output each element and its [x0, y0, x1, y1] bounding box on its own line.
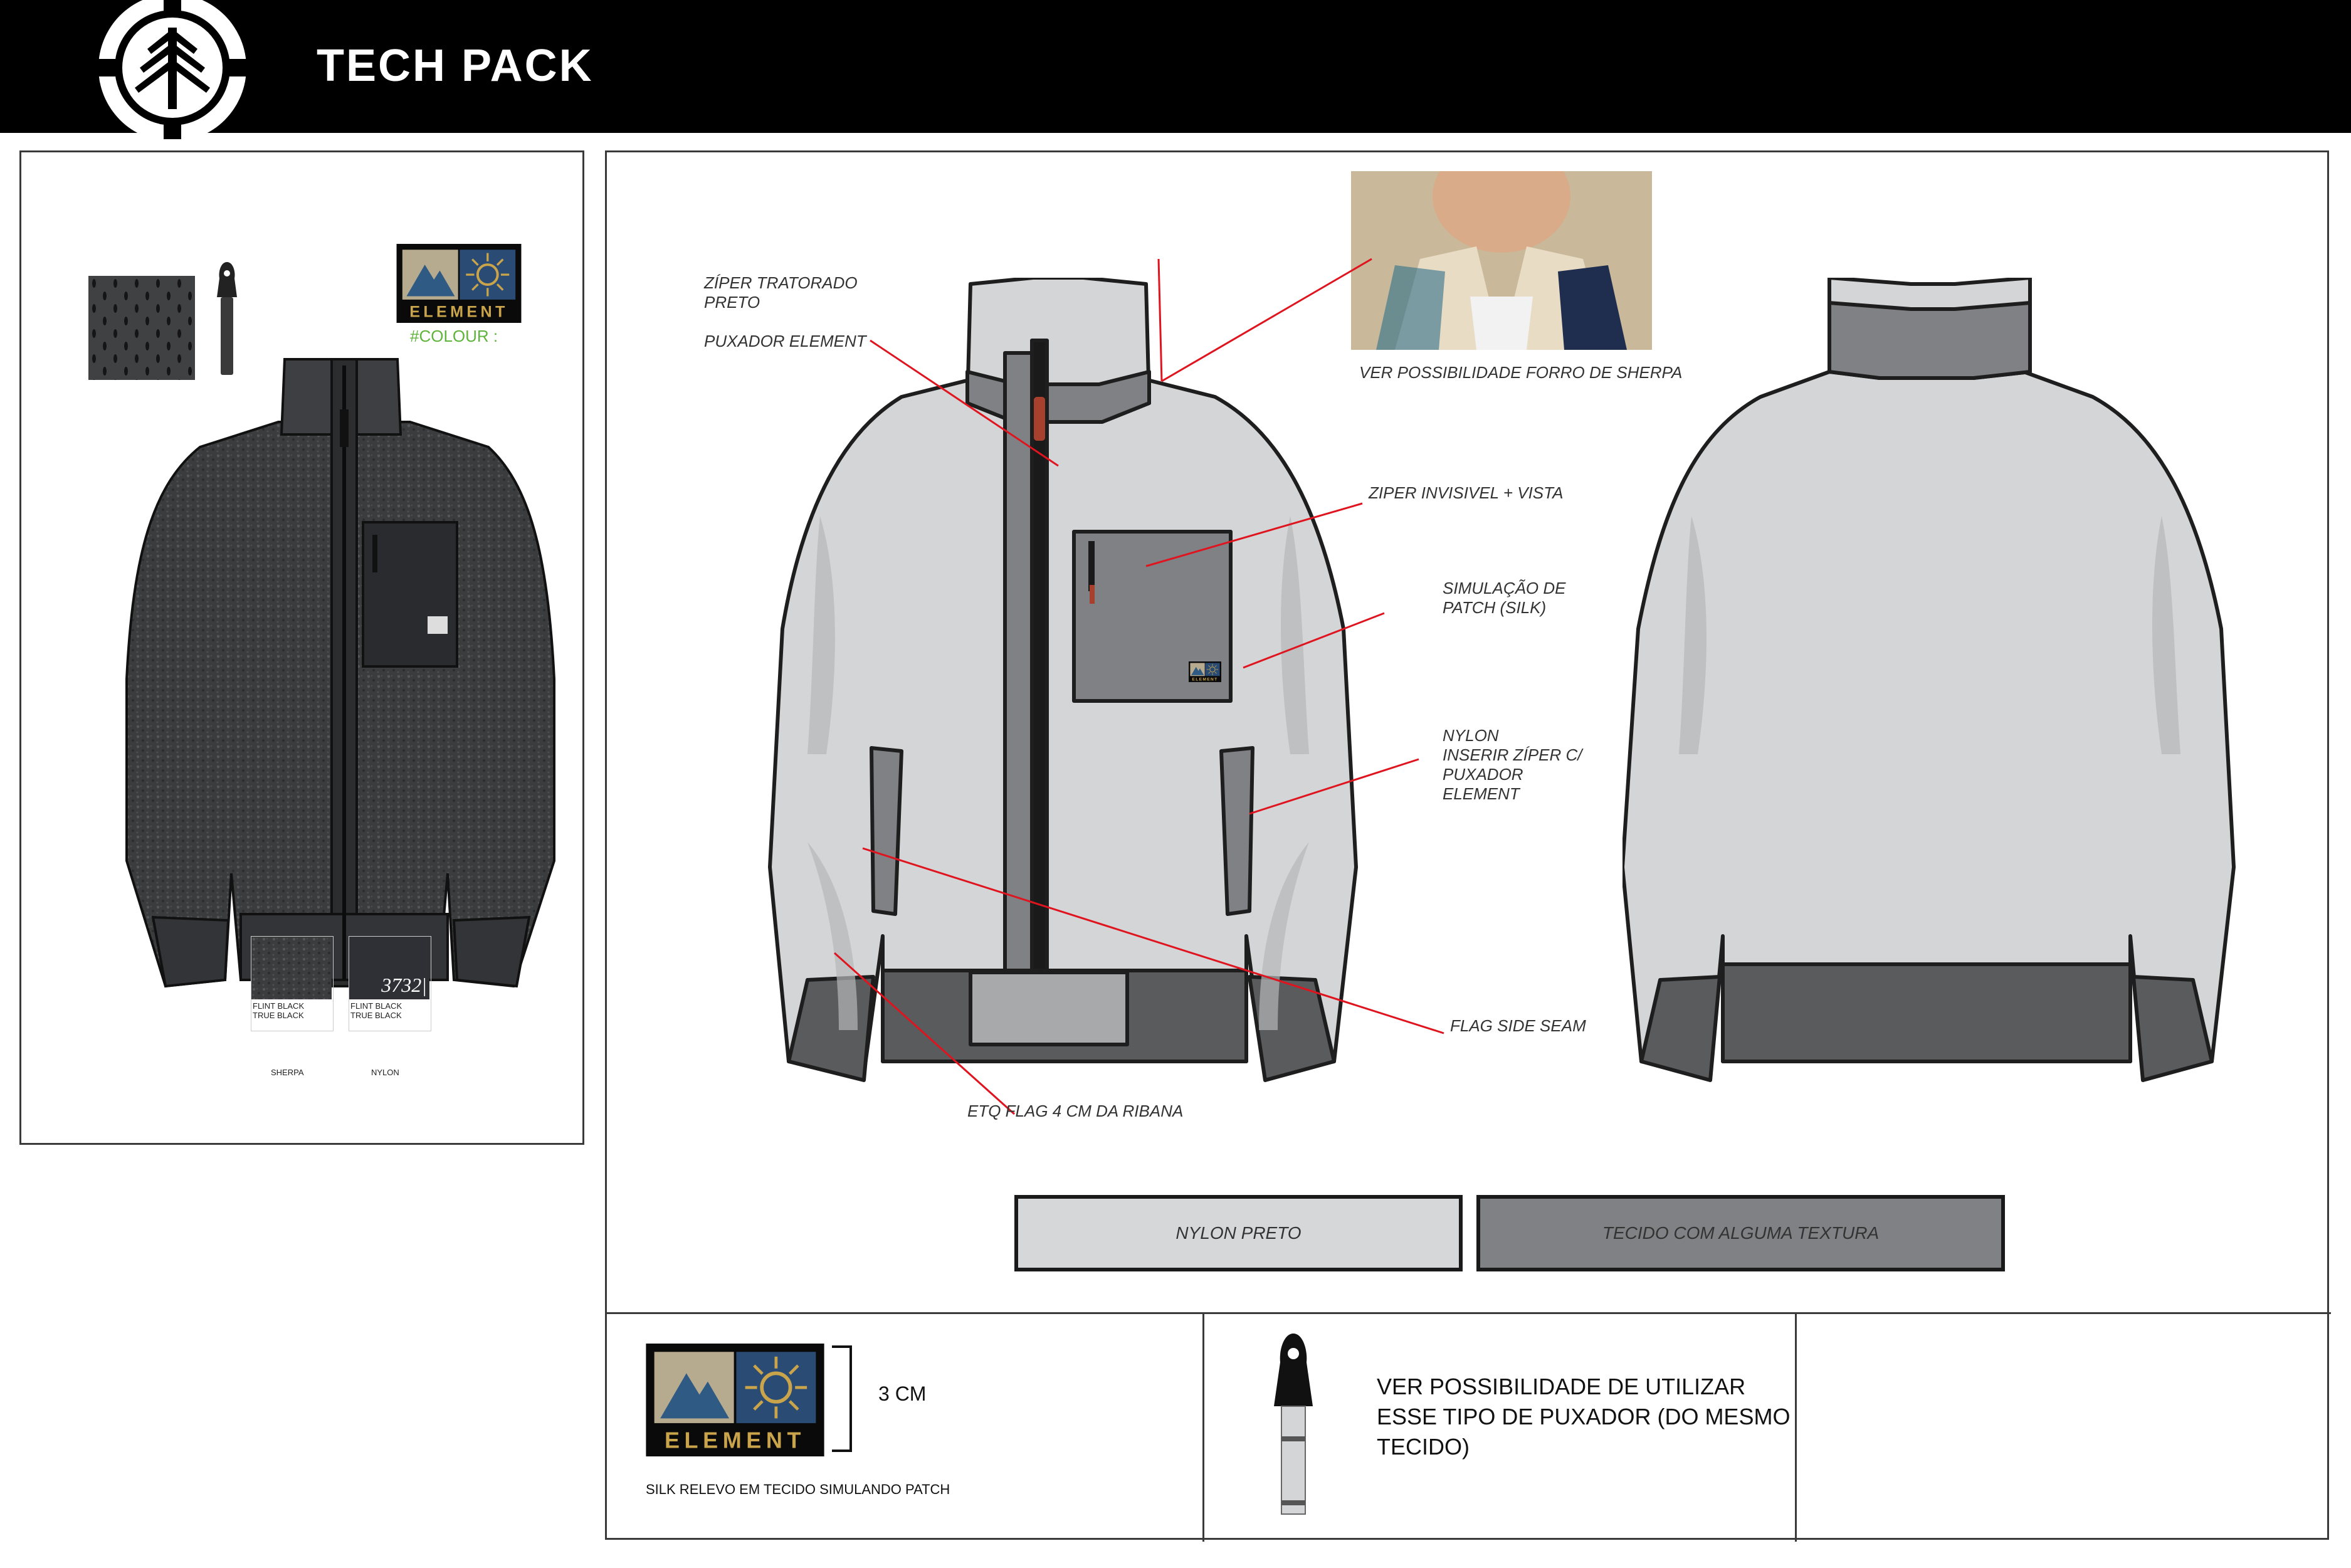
puller-note: VER POSSIBILIDADE DE UTILIZAR ESSE TIPO …: [1377, 1374, 1791, 1460]
nylon-swatch-caption: NYLON: [371, 1068, 399, 1077]
sherpa-swatch-caption: SHERPA: [271, 1068, 304, 1077]
fabric-texture-swatch: [88, 276, 195, 380]
patch-size-label: 3 CM: [878, 1382, 927, 1405]
colour-label: #COLOUR :: [410, 327, 498, 345]
sherpa-swatch: FLINT BLACK TRUE BLACK: [251, 936, 334, 1031]
callout-simulacao-patch: SIMULAÇÃO DE PATCH (SILK): [1443, 579, 1566, 617]
jacket-colour-sketch: [125, 358, 555, 988]
nylon-swatch-color: FLINT BLACK TRUE BLACK: [350, 1001, 402, 1020]
sherpa-swatch-color: FLINT BLACK TRUE BLACK: [253, 1001, 305, 1020]
legend-nylon-preto: NYLON PRETO: [1014, 1195, 1463, 1271]
element-tree-logo-icon: [93, 0, 251, 139]
callout-nylon-inserir: NYLON INSERIR ZÍPER C/ PUXADOR ELEMENT: [1443, 726, 1582, 803]
column-divider-2: [1795, 1312, 1797, 1542]
callout-puxador-element: PUXADOR ELEMENT: [704, 332, 866, 350]
callout-forro-sherpa: VER POSSIBILIDADE FORRO DE SHERPA: [1359, 363, 1683, 382]
callout-lines: [833, 258, 1444, 1115]
element-patch-logo: [396, 244, 522, 323]
back-jacket-sketch: [1623, 278, 2236, 1082]
patch-caption: SILK RELEVO EM TECIDO SIMULANDO PATCH: [646, 1481, 950, 1497]
column-divider-1: [1202, 1312, 1204, 1542]
nylon-swatch: 3732| FLINT BLACK TRUE BLACK: [349, 936, 431, 1031]
callout-flag-side-seam: FLAG SIDE SEAM: [1450, 1016, 1586, 1035]
callout-ziper-invisivel: ZIPER INVISIVEL + VISTA: [1369, 483, 1564, 502]
zipper-puller-icon: [217, 262, 237, 375]
page-title: TECH PACK: [317, 41, 594, 91]
callout-etq-flag: ETQ FLAG 4 CM DA RIBANA: [967, 1102, 1184, 1120]
left-colour-panel: #COLOUR : FLINT BLACK TRUE BLACK 3732| F…: [19, 150, 584, 1145]
legend-tecido-textura: TECIDO COM ALGUMA TEXTURA: [1476, 1195, 2005, 1271]
nylon-swatch-code: 3732|: [381, 974, 427, 996]
bottom-divider: [607, 1312, 2331, 1314]
sherpa-lining-photo: [1351, 171, 1652, 350]
callout-ziper-tratorado: ZÍPER TRATORADO PRETO: [704, 273, 858, 312]
header-bar: TECH PACK: [0, 0, 2351, 139]
front-jacket-sketch: [768, 278, 1358, 1082]
patch-size-bracket: [832, 1345, 852, 1452]
fabric-puller-icon: [1274, 1334, 1313, 1515]
main-sketch-panel: ZÍPER TRATORADO PRETO PUXADOR ELEMENT VE…: [605, 150, 2331, 1542]
patch-detail-logo: [646, 1344, 824, 1456]
